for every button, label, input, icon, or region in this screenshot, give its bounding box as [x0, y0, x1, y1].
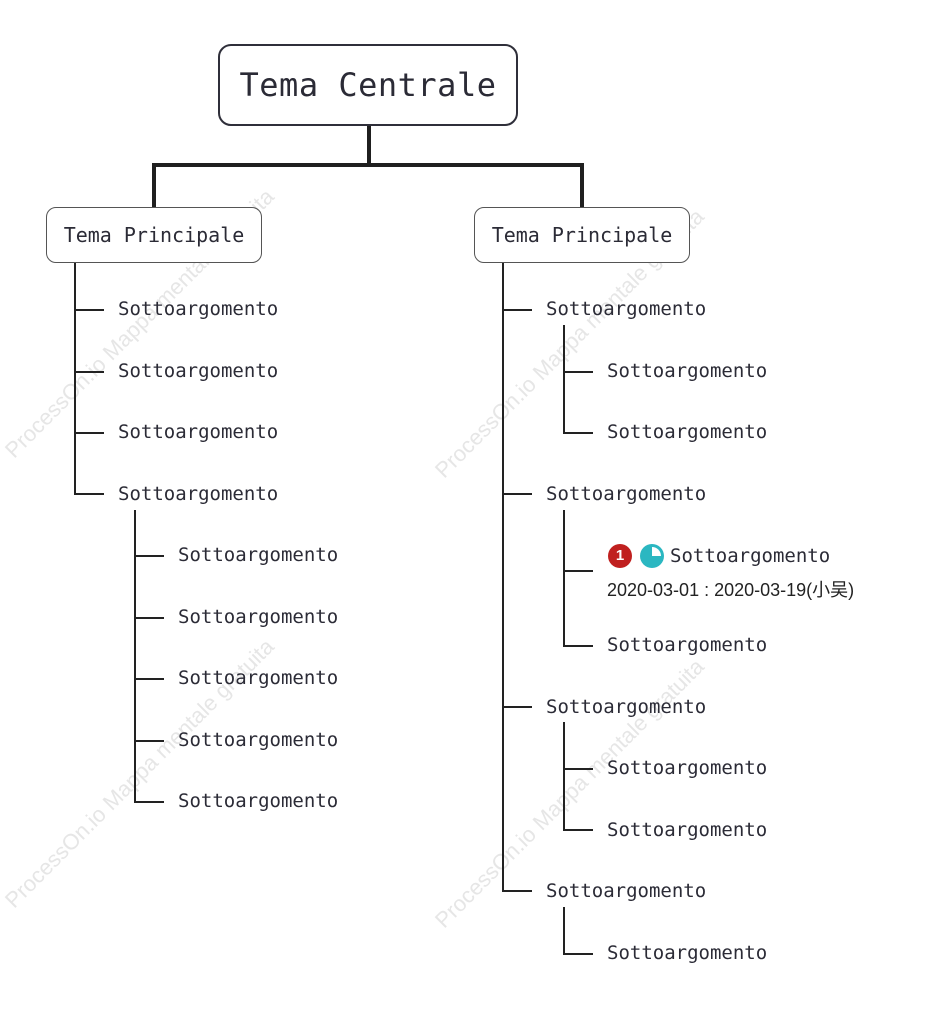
subtopic[interactable]: Sottoargomento	[670, 545, 831, 567]
priority-number: 1	[615, 547, 625, 564]
connector	[502, 309, 532, 311]
connector	[502, 493, 532, 495]
subtopic[interactable]: Sottoargomento	[546, 483, 707, 505]
subtopic[interactable]: Sottoargomento	[178, 729, 339, 751]
priority-icon	[608, 544, 632, 568]
main-topic-right[interactable]: Tema Principale	[474, 207, 690, 263]
subtopic[interactable]: Sottoargomento	[607, 942, 768, 964]
connector	[563, 768, 593, 770]
subtopic[interactable]: Sottoargomento	[546, 298, 707, 320]
connector	[563, 953, 593, 955]
connector	[152, 163, 584, 167]
connector	[563, 510, 565, 645]
connector	[74, 263, 76, 494]
connector	[134, 678, 164, 680]
subtopic[interactable]: Sottoargomento	[178, 667, 339, 689]
connector	[563, 570, 593, 572]
connector	[563, 722, 565, 830]
connector	[134, 555, 164, 557]
connector	[134, 617, 164, 619]
main-topic-label: Tema Principale	[491, 223, 673, 247]
connector	[502, 706, 532, 708]
connector	[367, 126, 371, 166]
connector	[563, 325, 565, 432]
connector	[502, 263, 504, 891]
subtopic[interactable]: Sottoargomento	[607, 634, 768, 656]
connector	[134, 801, 164, 803]
connector	[152, 163, 156, 207]
connector	[74, 309, 104, 311]
subtopic[interactable]: Sottoargomento	[607, 819, 768, 841]
main-topic-label: Tema Principale	[63, 223, 245, 247]
connector	[563, 907, 565, 953]
subtopic[interactable]: Sottoargomento	[607, 360, 768, 382]
connector	[134, 740, 164, 742]
subtopic[interactable]: Sottoargomento	[178, 544, 339, 566]
subtopic[interactable]: Sottoargomento	[178, 790, 339, 812]
connector	[134, 510, 136, 801]
subtopic[interactable]: Sottoargomento	[118, 360, 279, 382]
subtopic[interactable]: Sottoargomento	[118, 483, 279, 505]
central-topic[interactable]: Tema Centrale	[218, 44, 518, 126]
main-topic-left[interactable]: Tema Principale	[46, 207, 262, 263]
connector	[563, 829, 593, 831]
connector	[74, 493, 104, 495]
subtopic[interactable]: Sottoargomento	[607, 757, 768, 779]
connector	[74, 432, 104, 434]
connector	[74, 371, 104, 373]
subtopic[interactable]: Sottoargomento	[546, 696, 707, 718]
subtopic[interactable]: Sottoargomento	[607, 421, 768, 443]
connector	[563, 645, 593, 647]
quarter-pie-icon	[640, 544, 664, 568]
subtopic[interactable]: Sottoargomento	[118, 421, 279, 443]
subtopic[interactable]: Sottoargomento	[178, 606, 339, 628]
connector	[580, 163, 584, 207]
connector	[563, 432, 593, 434]
central-topic-label: Tema Centrale	[239, 66, 497, 104]
connector	[502, 890, 532, 892]
subtopic[interactable]: Sottoargomento	[118, 298, 279, 320]
connector	[563, 371, 593, 373]
task-dates: 2020-03-01 : 2020-03-19(小吴)	[607, 580, 855, 600]
subtopic[interactable]: Sottoargomento	[546, 880, 707, 902]
